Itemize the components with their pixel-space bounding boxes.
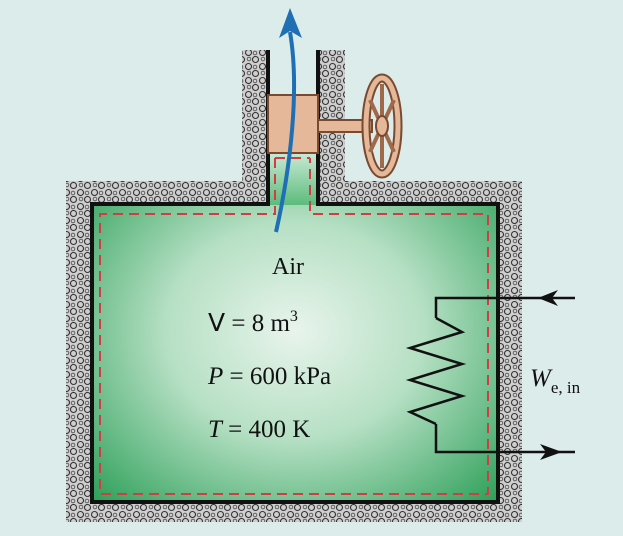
gas-label: Air: [272, 254, 304, 280]
work-label: We, in: [530, 365, 581, 397]
tank-wall: [90, 50, 500, 504]
current-out-arrow: [540, 444, 562, 460]
current-in-arrow: [538, 290, 558, 306]
valve-handwheel-icon: [361, 73, 403, 179]
work-subscript: e, in: [551, 378, 581, 397]
system-boundary: [99, 158, 489, 495]
pressure-value: = 600 kPa: [223, 363, 331, 390]
work-symbol: W: [530, 365, 553, 392]
temperature-label: T = 400 K: [208, 416, 310, 443]
tank-gas-region: [92, 160, 498, 502]
valve-stem: [317, 119, 373, 133]
temperature-value: = 400 K: [222, 416, 310, 443]
flow-arrow-icon: [274, 8, 302, 233]
resistor-heater-icon: [405, 296, 575, 454]
pressure-symbol: P: [207, 363, 223, 390]
volume-label: V = 8 m3: [208, 308, 298, 337]
volume-value: = 8 m: [225, 310, 290, 337]
volume-symbol: V: [208, 308, 225, 337]
pressure-label: P = 600 kPa: [207, 363, 331, 390]
volume-exponent: 3: [290, 308, 298, 325]
temperature-symbol: T: [208, 416, 224, 443]
